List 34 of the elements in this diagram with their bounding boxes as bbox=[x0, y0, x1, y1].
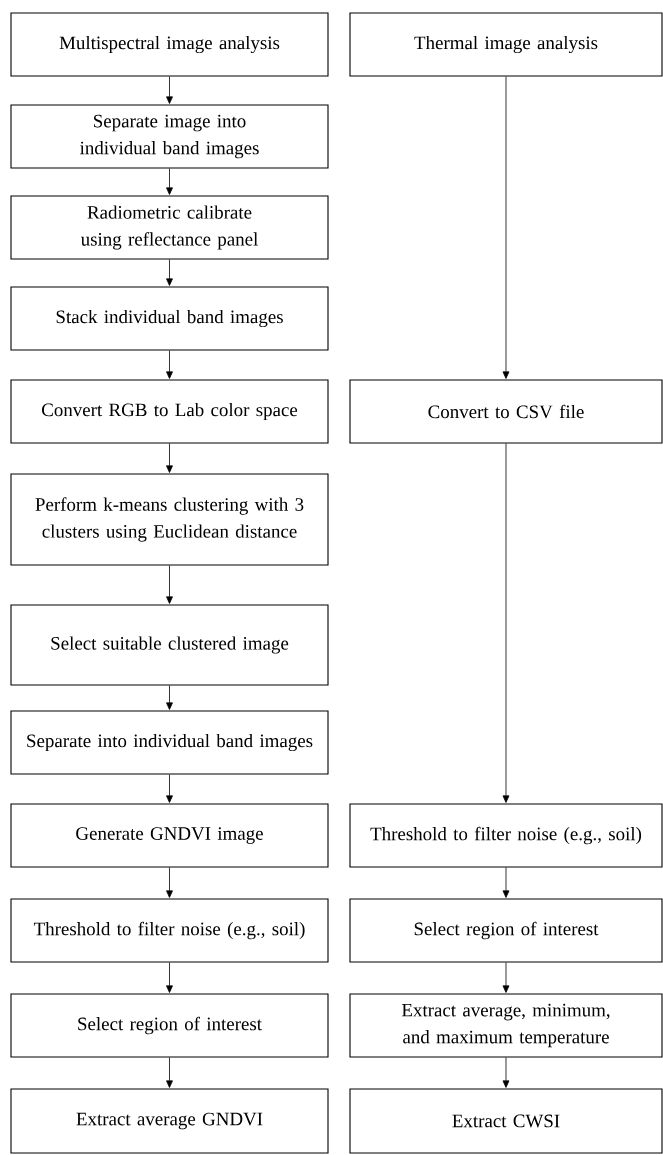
process-box: Multispectral image analysis bbox=[10, 12, 329, 77]
arrow bbox=[166, 443, 173, 473]
process-box: Radiometric calibrate using reflectance panel bbox=[10, 195, 329, 260]
process-box: Threshold to filter noise (e.g., soil) bbox=[10, 898, 329, 963]
arrow bbox=[502, 1057, 510, 1088]
process-box: Perform k-means clustering with 3 clusters using Euclidean distance bbox=[10, 473, 329, 566]
process-box: Generate GNDVI image bbox=[10, 803, 329, 868]
process-box: Convert RGB to Lab color space bbox=[10, 379, 329, 444]
process-box: Extract average, minimum, and maximum temperature bbox=[349, 993, 663, 1058]
arrow bbox=[166, 685, 173, 710]
arrow bbox=[166, 1057, 173, 1088]
process-box: Select region of interest bbox=[10, 993, 329, 1058]
arrow bbox=[166, 774, 173, 803]
arrow bbox=[166, 350, 173, 379]
arrow bbox=[502, 76, 510, 379]
process-box: Extract CWSI bbox=[349, 1088, 663, 1154]
process-box: Select suitable clustered image bbox=[10, 604, 329, 686]
arrow bbox=[166, 168, 173, 195]
process-box: Thermal image analysis bbox=[349, 12, 663, 77]
arrow bbox=[502, 443, 510, 803]
process-box: Select region of interest bbox=[349, 898, 663, 963]
arrow bbox=[166, 259, 173, 286]
process-box: Convert to CSV file bbox=[349, 379, 663, 444]
arrow bbox=[502, 867, 510, 898]
process-box: Extract average GNDVI bbox=[10, 1088, 329, 1154]
process-box: Separate image into individual band images bbox=[10, 104, 329, 169]
process-box: Stack individual band images bbox=[10, 286, 329, 351]
arrow bbox=[502, 962, 510, 993]
arrow bbox=[166, 962, 173, 993]
arrow bbox=[166, 565, 173, 604]
arrow bbox=[166, 76, 173, 104]
process-box: Threshold to filter noise (e.g., soil) bbox=[349, 803, 663, 868]
process-box: Separate into individual band images bbox=[10, 710, 329, 775]
arrow bbox=[166, 867, 173, 898]
